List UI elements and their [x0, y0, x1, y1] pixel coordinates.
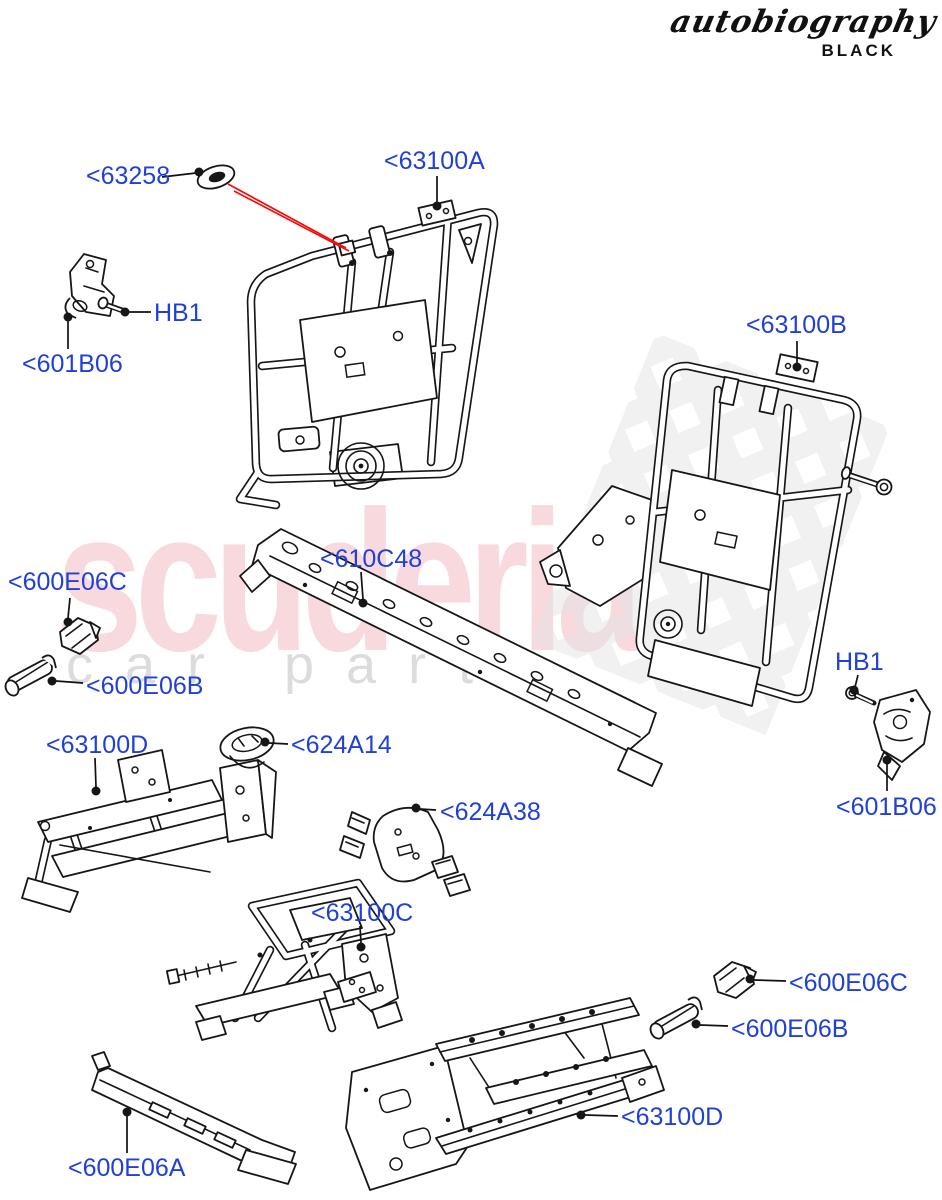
drawing-601b06-left — [64, 253, 127, 319]
brand-logo: autobiography BLACK — [667, 4, 940, 61]
leader-600e06a — [122, 1107, 132, 1153]
brand-black-text: BLACK — [821, 41, 896, 60]
part-label-hb1-left[interactable]: HB1 — [154, 299, 203, 327]
part-label-610c48[interactable]: <610C48 — [320, 545, 423, 573]
part-label-624a38[interactable]: <624A38 — [440, 798, 541, 826]
part-label-601b06-right[interactable]: <601B06 — [836, 793, 937, 821]
leader-63100d-left — [91, 757, 101, 796]
drawing-624a14 — [219, 726, 275, 769]
part-label-63258[interactable]: <63258 — [86, 162, 171, 190]
leader-63258 — [161, 167, 350, 252]
part-label-600e06c-left[interactable]: <600E06C — [8, 568, 127, 596]
leader-610c48 — [358, 571, 368, 608]
leader-63100a — [432, 176, 442, 211]
drawing-63258 — [196, 164, 236, 190]
leader-63100b — [792, 341, 802, 372]
leader-600e06b-left — [47, 676, 84, 686]
part-label-600e06a[interactable]: <600E06A — [68, 1154, 186, 1182]
part-label-63100d-left[interactable]: <63100D — [46, 731, 149, 759]
red-pointer-lines — [227, 183, 350, 252]
drawing-63100d-bottom — [337, 971, 665, 1191]
part-label-600e06b-right[interactable]: <600E06B — [731, 1015, 849, 1043]
drawing-600e06c-left — [59, 617, 101, 655]
leader-624a14 — [260, 737, 289, 747]
part-label-600e06b-left[interactable]: <600E06B — [86, 672, 204, 700]
part-label-601b06-left[interactable]: <601B06 — [22, 350, 123, 378]
leader-600e06c-right — [745, 974, 787, 984]
part-label-63100d-bottom[interactable]: <63100D — [621, 1103, 724, 1131]
leader-624a38 — [411, 803, 437, 813]
leader-601b06-left — [63, 312, 73, 349]
brand-autobiography-text: autobiography — [667, 4, 940, 40]
drawing-610c48 — [239, 528, 663, 787]
drawing-63100b — [539, 353, 893, 707]
part-label-63100b[interactable]: <63100B — [746, 311, 847, 339]
part-label-63100c[interactable]: <63100C — [311, 899, 414, 927]
drawing-63100d-left — [21, 749, 277, 913]
drawing-600e06c-right — [713, 961, 757, 999]
leader-hb1-right — [849, 674, 859, 695]
part-label-600e06c-right[interactable]: <600E06C — [789, 969, 908, 997]
drawing-600e06b-right — [649, 996, 703, 1040]
leader-63100c — [356, 925, 366, 952]
leader-600e06c-left — [63, 597, 73, 627]
leader-63100d-bottom — [576, 1110, 619, 1120]
drawing-600e06b-left — [4, 654, 57, 697]
leader-600e06b-right — [691, 1019, 729, 1029]
leader-601b06-right — [882, 755, 892, 791]
part-label-624a14[interactable]: <624A14 — [291, 731, 392, 759]
leader-hb1-left — [120, 307, 151, 317]
part-label-63100a[interactable]: <63100A — [384, 147, 485, 175]
drawing-600e06a — [91, 1051, 297, 1185]
drawing-624a38 — [339, 806, 471, 897]
part-label-hb1-right[interactable]: HB1 — [835, 648, 884, 676]
